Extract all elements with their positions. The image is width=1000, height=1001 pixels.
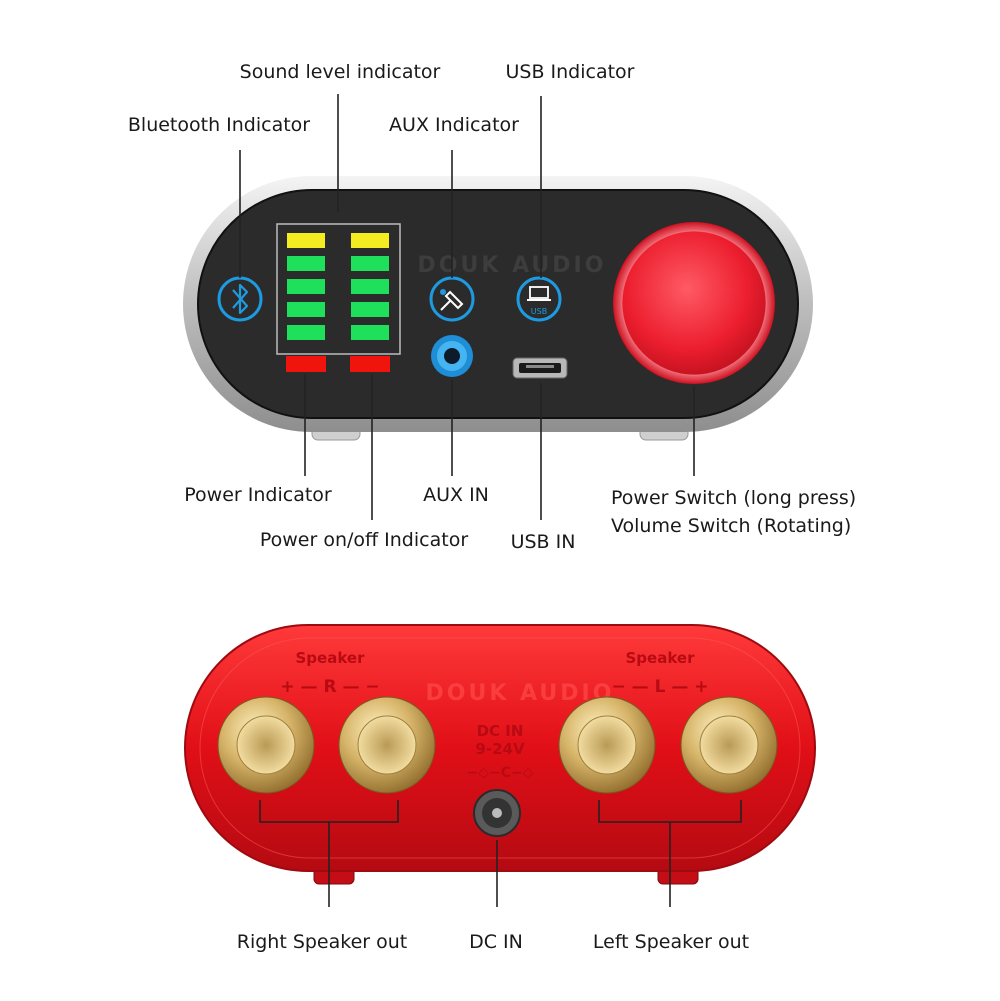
usb-icon-text: USB [531, 307, 547, 316]
label-power-onoff-indicator: Power on/off Indicator [259, 529, 469, 551]
usb-in-port[interactable] [512, 357, 568, 379]
meter-led-green [287, 279, 325, 294]
left-speaker-title: Speaker [626, 649, 696, 667]
front-watermark: DOUK AUDIO [418, 253, 607, 278]
left-speaker-marks: − — L — + [612, 677, 709, 697]
label-left-speaker-out: Left Speaker out [592, 931, 750, 953]
dc-in-embossed: DC IN [477, 722, 524, 740]
label-dc-in: DC IN [469, 931, 523, 953]
dc-voltage-embossed: 9-24V [475, 740, 525, 758]
dc-polarity-embossed: −◇−C−◇ [467, 765, 534, 781]
label-usb-in: USB IN [510, 531, 576, 553]
usb-computer-icon: USB [516, 276, 562, 322]
back-body [184, 624, 816, 872]
right-speaker-title: Speaker [296, 649, 366, 667]
sound-level-meter [276, 223, 401, 355]
front-unit: DOUK AUDIO USB [183, 176, 813, 441]
meter-led-green [287, 325, 325, 340]
right-speaker-post-negative[interactable] [338, 696, 436, 794]
right-speaker-post-positive[interactable] [217, 696, 315, 794]
back-unit: DOUK AUDIO Speaker + — R — − Speaker − —… [184, 624, 816, 885]
meter-led-green [351, 279, 389, 294]
label-sound-level: Sound level indicator [239, 61, 441, 83]
aux-in-jack[interactable] [431, 335, 473, 377]
meter-led-green [287, 256, 325, 271]
label-aux-indicator: AUX Indicator [389, 114, 519, 136]
label-power-indicator: Power Indicator [184, 484, 332, 506]
meter-led-green [351, 302, 389, 317]
front-leader-lines [239, 94, 695, 520]
meter-led-yellow [351, 233, 389, 248]
left-speaker-post-positive[interactable] [680, 696, 778, 794]
label-volume-switch: Volume Switch (Rotating) [611, 515, 852, 537]
meter-led-green [287, 302, 325, 317]
meter-bars [286, 233, 390, 372]
power-onoff-indicator-led [350, 356, 390, 372]
right-speaker-marks: + — R — − [280, 677, 379, 697]
back-watermark: DOUK AUDIO [426, 681, 615, 706]
power-indicator-led [286, 356, 326, 372]
meter-led-green [351, 325, 389, 340]
back-leader-lines [259, 800, 742, 907]
meter-led-green [351, 256, 389, 271]
label-right-speaker-out: Right Speaker out [236, 931, 408, 953]
meter-led-yellow [287, 233, 325, 248]
left-speaker-post-negative[interactable] [558, 696, 656, 794]
dc-in-jack[interactable] [473, 789, 521, 837]
label-power-switch: Power Switch (long press) [611, 487, 857, 509]
label-usb-indicator: USB Indicator [505, 61, 635, 83]
power-volume-knob[interactable] [613, 222, 775, 384]
label-bluetooth-indicator: Bluetooth Indicator [127, 114, 311, 136]
label-aux-in: AUX IN [423, 484, 489, 506]
